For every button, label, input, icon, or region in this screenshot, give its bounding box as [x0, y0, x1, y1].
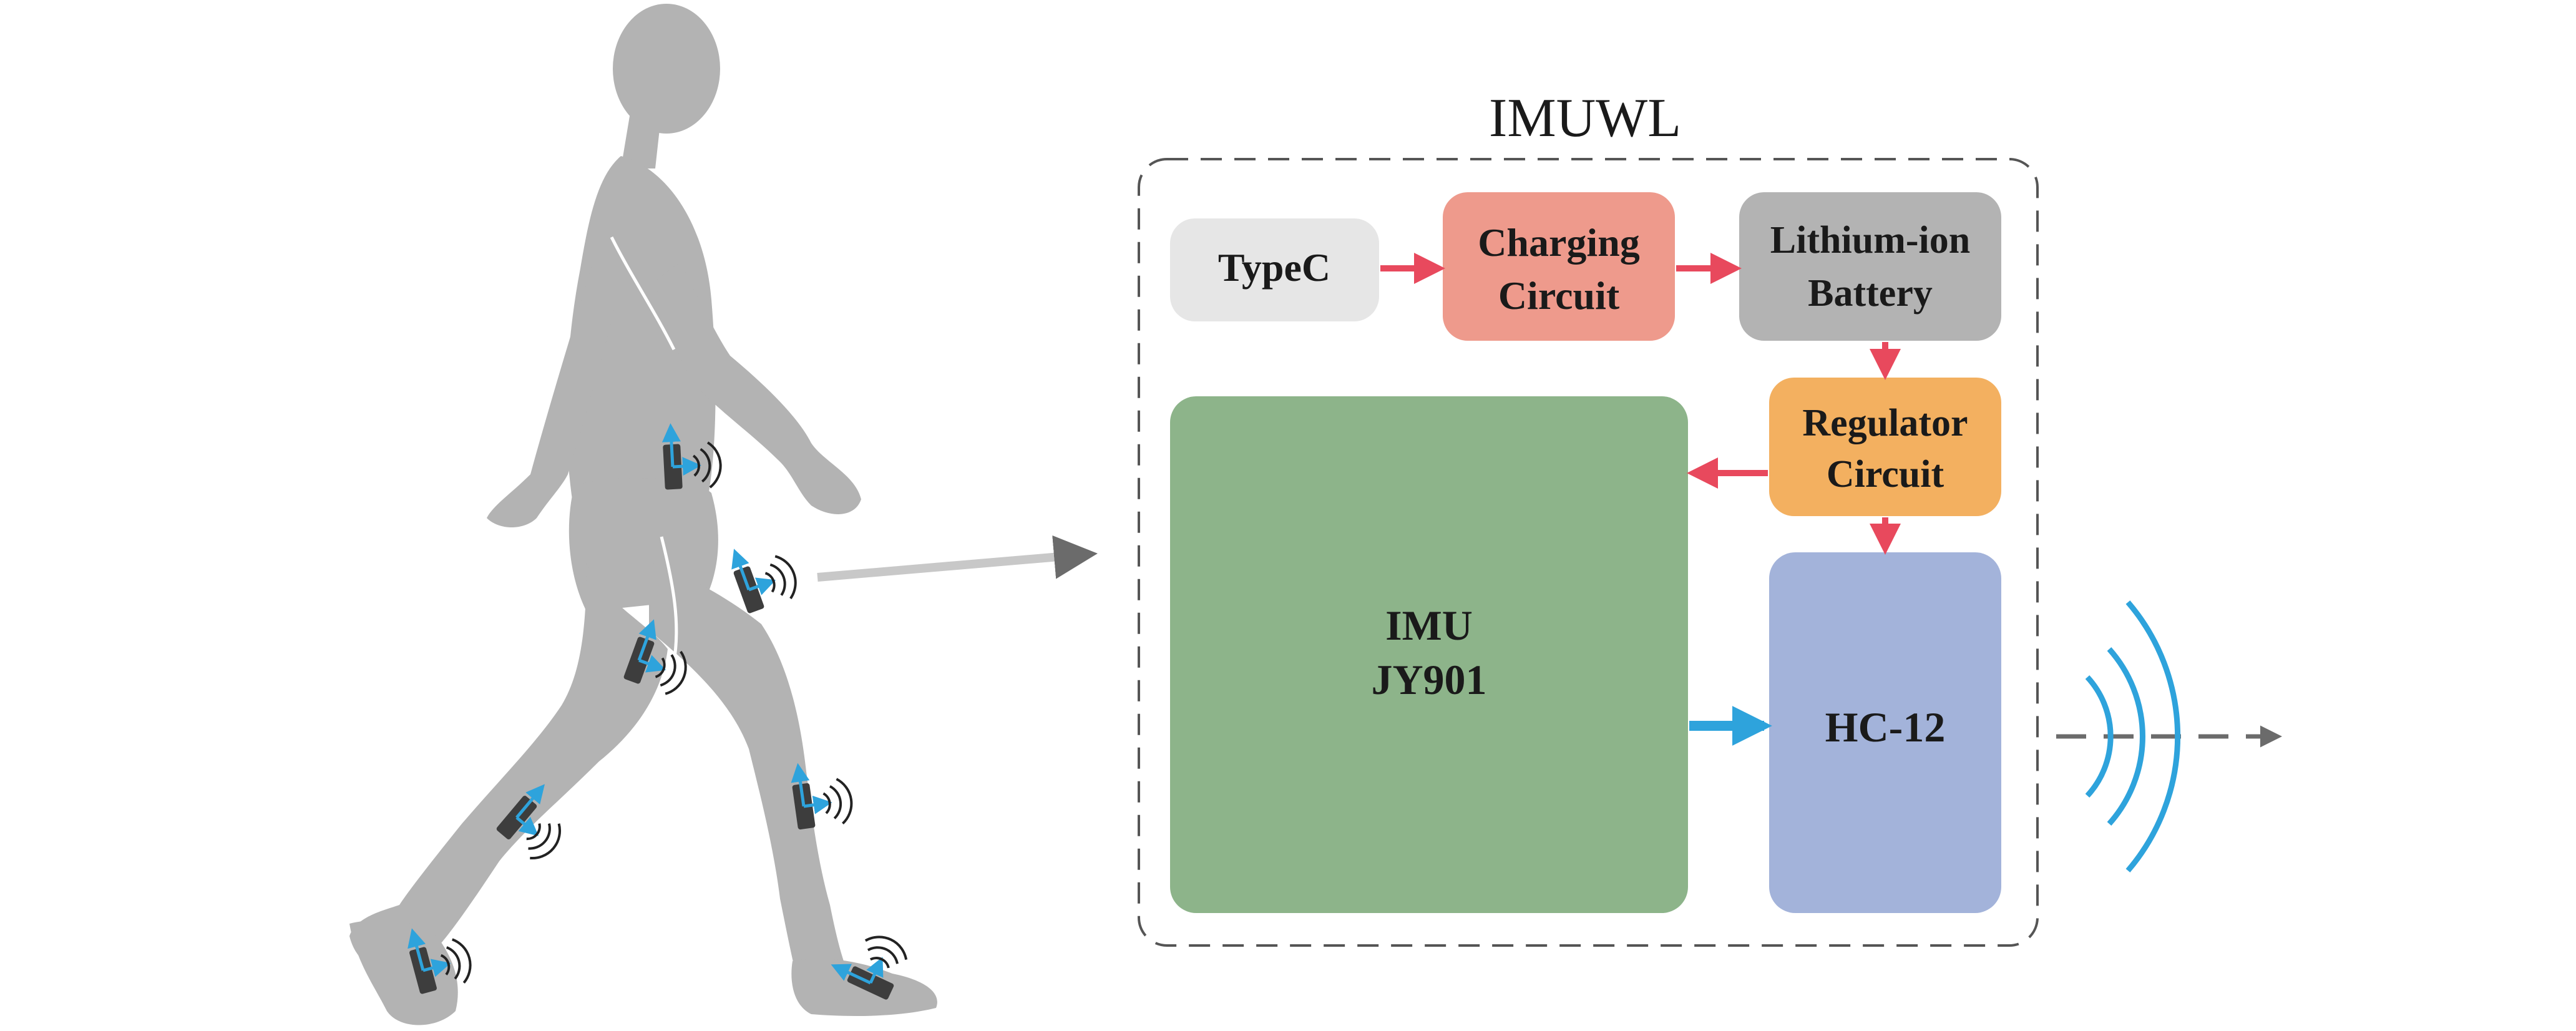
imu-label-line2: JY901	[1371, 656, 1486, 703]
imu-label-line1: IMU	[1385, 602, 1473, 649]
charging-circuit-block	[1443, 192, 1675, 341]
imuwl-boundary	[1138, 158, 2039, 947]
person-head	[613, 4, 720, 134]
person-neck	[621, 112, 661, 169]
imu-sensor-icon	[727, 536, 801, 614]
person-contour-line	[660, 536, 678, 662]
diagram-title: IMUWL	[1489, 88, 1681, 149]
walking-person-silhouette	[349, 4, 937, 1025]
wireless-wave	[2125, 600, 2181, 872]
person-torso	[566, 156, 716, 540]
person-back-arm	[487, 262, 618, 527]
wireless-wave	[2107, 647, 2145, 826]
charging-circuit-label-line2: Circuit	[1498, 273, 1620, 318]
wireless-wave	[2085, 675, 2114, 798]
person-back-foot	[349, 920, 458, 1025]
person-contour-line	[610, 236, 676, 351]
imu-block	[1170, 396, 1688, 913]
charging-circuit-label-line1: Charging	[1478, 220, 1640, 265]
regulator-circuit-label-line1: Regulator	[1802, 402, 1968, 444]
person-front-arm	[655, 262, 861, 514]
hc12-block	[1769, 552, 2001, 913]
typec-label: TypeC	[1218, 245, 1330, 290]
battery-label-line1: Lithium-ion	[1770, 219, 1970, 261]
wireless-signal-icon	[2056, 600, 2282, 872]
regulator-circuit-block	[1769, 378, 2001, 516]
person-back-leg	[349, 562, 668, 974]
typec-block	[1170, 218, 1379, 321]
imu-sensor-icon	[789, 760, 854, 830]
battery-label-line2: Battery	[1808, 272, 1933, 315]
regulator-circuit-label-line2: Circuit	[1827, 453, 1944, 496]
person-front-leg	[649, 562, 849, 986]
hc12-label: HC-12	[1825, 703, 1946, 751]
pointer-arrow	[817, 535, 1098, 582]
battery-block	[1739, 192, 2001, 341]
